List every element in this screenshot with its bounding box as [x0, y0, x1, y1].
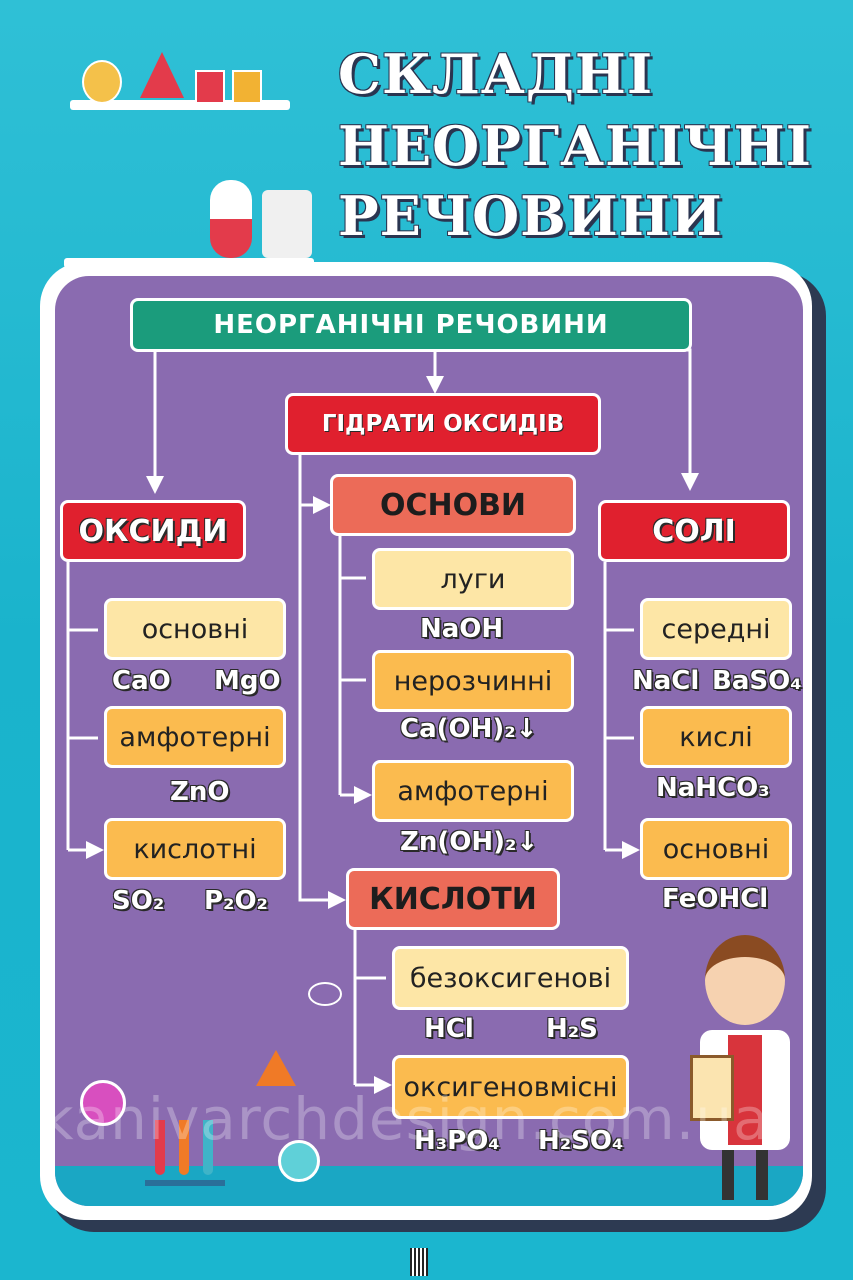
oxide-type-acidic: кислотні	[104, 818, 286, 880]
salt-type-normal: середні	[640, 598, 792, 660]
formula: ZnO	[170, 777, 230, 807]
flask-icon	[278, 1140, 320, 1182]
category-oxides: ОКСИДИ	[60, 500, 246, 562]
title-line-3: РЕЧОВИНИ	[338, 184, 723, 248]
hourglass-flask-icon	[210, 180, 252, 258]
formula: H₂SO₄	[538, 1126, 624, 1156]
formula: BaSO₄	[712, 666, 802, 696]
base-type-insoluble: нерозчинні	[372, 650, 574, 712]
oxide-type-amphoteric: амфотерні	[104, 706, 286, 768]
category-salts: СОЛІ	[598, 500, 790, 562]
formula: CaO	[112, 666, 171, 696]
flask-icon	[140, 52, 184, 98]
microscope-icon	[262, 190, 312, 258]
flask-icon	[82, 60, 122, 104]
salt-type-basic: основні	[640, 818, 792, 880]
formula: SO₂	[112, 886, 165, 916]
formula: FeOHCl	[662, 884, 769, 914]
formula: HCl	[424, 1014, 474, 1044]
qr-code	[410, 1248, 428, 1276]
lab-equipment-illustration	[80, 1080, 126, 1126]
subcategory-bases: ОСНОВИ	[330, 474, 576, 536]
formula: P₂O₂	[204, 886, 268, 916]
flask-icon	[256, 1050, 296, 1086]
formula: NaOH	[420, 614, 504, 644]
scientist-illustration	[690, 935, 800, 1205]
base-type-alkalis: луги	[372, 548, 574, 610]
formula: MgO	[214, 666, 281, 696]
formula: H₃PO₄	[414, 1126, 500, 1156]
watermark: kanivarchdesign.com.ua	[40, 1085, 770, 1153]
formula: NaCl	[632, 666, 700, 696]
formula: NaHCO₃	[656, 773, 770, 803]
title-line-1: СКЛАДНІ	[338, 42, 654, 106]
subcategory-acids: КИСЛОТИ	[346, 868, 560, 930]
formula: Zn(OH)₂↓	[400, 827, 539, 857]
atom-icon	[308, 982, 342, 1006]
acid-type-oxygen-free: безоксигенові	[392, 946, 629, 1010]
formula: H₂S	[546, 1014, 598, 1044]
formula: Ca(OH)₂↓	[400, 714, 538, 744]
oxide-type-basic: основні	[104, 598, 286, 660]
root-box-inorganic-substances: НЕОРГАНІЧНІ РЕЧОВИНИ	[130, 298, 692, 352]
title-line-2: НЕОРГАНІЧНІ	[338, 114, 812, 178]
acid-type-oxygen-containing: оксигеновмісні	[392, 1055, 629, 1119]
base-type-amphoteric: амфотерні	[372, 760, 574, 822]
beaker-icon	[232, 70, 262, 104]
test-tube-rack-illustration	[145, 1120, 225, 1186]
beaker-icon	[195, 70, 225, 104]
category-hydrates-of-oxides: ГІДРАТИ ОКСИДІВ	[285, 393, 601, 455]
lab-shelf-illustration	[70, 100, 290, 110]
salt-type-acidic: кислі	[640, 706, 792, 768]
